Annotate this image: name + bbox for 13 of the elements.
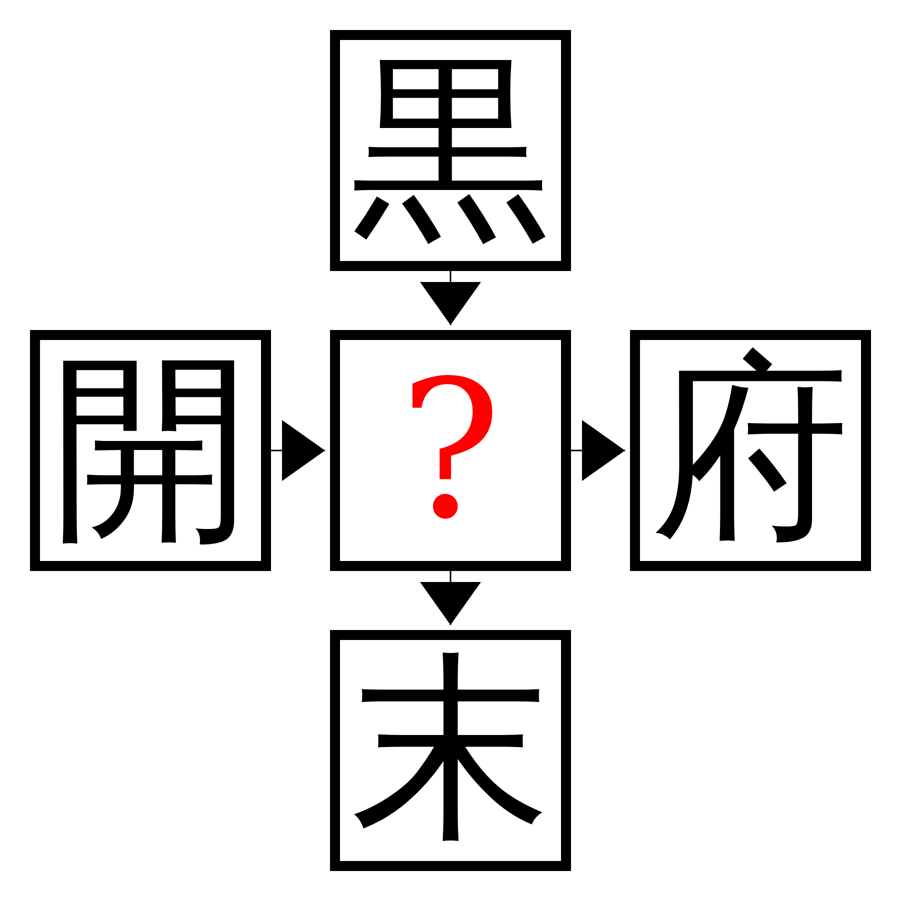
character-box — [330, 330, 571, 571]
kanji-character: 黒 — [350, 50, 550, 250]
character-box — [330, 630, 571, 871]
character-box — [330, 30, 571, 271]
arrow — [271, 420, 325, 481]
arrow — [571, 420, 625, 481]
kanji-character: 末 — [350, 650, 550, 850]
arrow — [420, 571, 481, 625]
kanji-character: 開 — [50, 350, 250, 550]
arrow — [420, 271, 481, 325]
character-box — [30, 330, 271, 571]
question-mark: ? — [400, 356, 502, 546]
character-box — [630, 330, 871, 571]
